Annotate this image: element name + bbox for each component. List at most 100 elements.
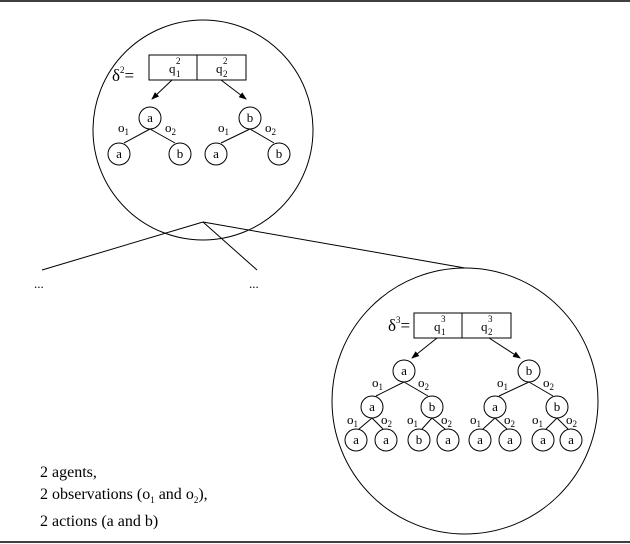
node-circle — [468, 428, 492, 452]
node-label: a — [383, 432, 389, 447]
tree-leaf-node: b — [407, 428, 431, 452]
node-label: a — [147, 110, 153, 125]
tree-edge — [123, 128, 151, 144]
branch-line-left — [41, 221, 204, 271]
tree-leaf-node: a — [344, 428, 368, 452]
legend-actions: 2 actions (a and b) — [40, 513, 159, 531]
tree-edge — [220, 128, 251, 144]
node-label: a — [445, 432, 451, 447]
obs-label-o1: o1 — [118, 120, 129, 137]
q1-sub: 1 — [441, 327, 446, 337]
obs-label-o1: o1 — [347, 412, 358, 429]
q2-sup: 2 — [223, 56, 228, 66]
tree-leaf-node: a — [559, 428, 583, 452]
legend-observations: 2 observations (o1 and o2), — [40, 486, 208, 506]
bottom-policy: δ3= q 3 1 q 3 2 — [388, 312, 521, 359]
node-label: b — [526, 363, 533, 378]
tree-leaf-node: b — [267, 142, 291, 166]
tree-edge — [249, 128, 275, 144]
node-circle — [483, 395, 507, 419]
obs-label-o1: o1 — [532, 412, 543, 429]
legend: 2 agents, 2 observations (o1 and o2), 2 … — [40, 462, 208, 533]
node-label: b — [429, 399, 436, 414]
ellipsis-middle: ... — [249, 276, 259, 291]
delta-label: δ3= — [388, 315, 410, 335]
q1-label: q — [169, 61, 176, 76]
tree-leaf-node: a — [204, 142, 228, 166]
tree-leaf-node: a — [468, 428, 492, 452]
node-label: a — [540, 432, 546, 447]
tree-leaf-node: b — [168, 142, 192, 166]
obs-label-o2: o2 — [418, 375, 429, 392]
tree-internal-node: a — [360, 395, 384, 419]
tree-edge — [371, 417, 384, 430]
node-circle — [360, 395, 384, 419]
q1-sub: 1 — [176, 69, 181, 79]
node-circle — [344, 428, 368, 452]
obs-label-o1: o1 — [470, 412, 481, 429]
obs-label-o2: o2 — [504, 412, 515, 429]
tree-root-node: a — [392, 359, 416, 383]
tree-edge — [375, 381, 405, 397]
branch-line-right — [202, 221, 466, 269]
obs-label-o2: o2 — [381, 412, 392, 429]
arrow-q2 — [220, 79, 247, 100]
node-circle — [407, 428, 431, 452]
node-circle — [267, 142, 291, 166]
obs-label-o2: o2 — [441, 412, 452, 429]
node-circle — [420, 395, 444, 419]
node-circle — [545, 395, 569, 419]
node-label: b — [276, 146, 283, 161]
obs-label-o2: o2 — [265, 120, 276, 137]
ellipsis-left: ... — [34, 276, 44, 291]
node-circle — [559, 428, 583, 452]
tree-leaf-node: a — [436, 428, 460, 452]
tree-internal-node: a — [483, 395, 507, 419]
node-circle — [107, 142, 131, 166]
q1-sup: 2 — [176, 56, 181, 66]
node-label: a — [507, 432, 513, 447]
node-circle — [392, 359, 416, 383]
obs-label-o1: o1 — [407, 412, 418, 429]
arrow-q2 — [488, 337, 521, 359]
tree-edge — [545, 417, 558, 430]
q1-sup: 3 — [441, 314, 446, 324]
top-policy-circle — [92, 19, 314, 241]
tree-edge — [556, 417, 569, 430]
node-circle — [531, 428, 555, 452]
node-label: a — [213, 146, 219, 161]
tree-edge — [498, 381, 530, 397]
tree-root-node: b — [238, 106, 262, 130]
node-label: b — [177, 146, 184, 161]
tree-root-node: b — [517, 359, 541, 383]
tree-edge — [494, 417, 508, 430]
node-label: b — [247, 110, 254, 125]
tree-internal-node: b — [420, 395, 444, 419]
obs-label-o2: o2 — [543, 375, 554, 392]
node-circle — [517, 359, 541, 383]
obs-label-o2: o2 — [566, 412, 577, 429]
tree-leaf-node: a — [374, 428, 398, 452]
tree-internal-node: b — [545, 395, 569, 419]
obs-label-o2: o2 — [165, 120, 176, 137]
node-circle — [374, 428, 398, 452]
node-label: a — [353, 432, 359, 447]
node-circle — [238, 106, 262, 130]
q2-sub: 2 — [488, 327, 493, 337]
obs-label-o1: o1 — [497, 375, 508, 392]
tree-leaf-node: a — [531, 428, 555, 452]
obs-label-o1: o1 — [372, 375, 383, 392]
tree-edge — [482, 417, 496, 430]
delta-label: δ2= — [112, 65, 134, 85]
q2-label: q — [481, 319, 488, 334]
node-circle — [168, 142, 192, 166]
tree-leaf-node: a — [107, 142, 131, 166]
tree-edge — [421, 417, 433, 430]
